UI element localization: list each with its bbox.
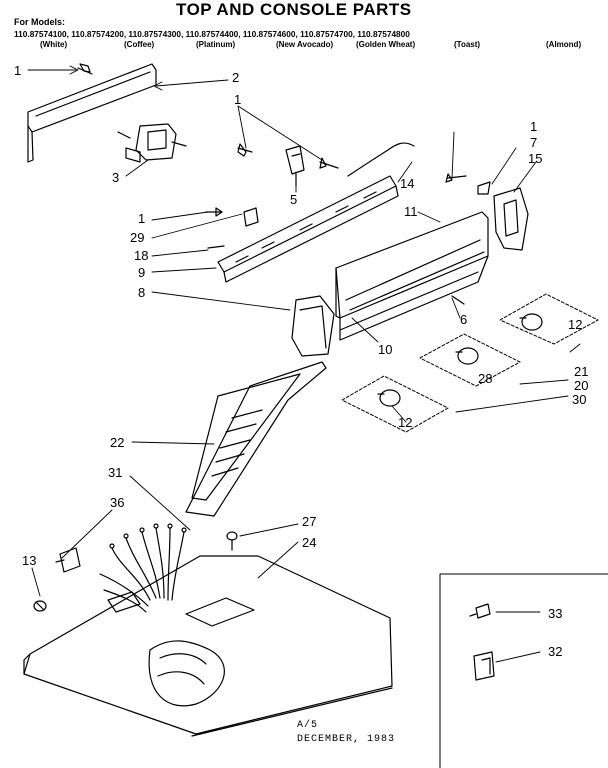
callout-18: 18 — [134, 248, 148, 263]
model-numbers: 110.87574100, 110.87574200, 110.87574300… — [14, 29, 410, 39]
part-22-graphics-panel — [185, 361, 327, 517]
finish-new-avocado: (New Avocado) — [276, 40, 334, 49]
callout-12-lower: 12 — [398, 415, 412, 430]
part-36-connector — [55, 547, 81, 573]
callout-5: 5 — [290, 192, 297, 207]
finish-platinum: (Platinum) — [196, 40, 236, 49]
part-1-screw-center — [237, 143, 339, 169]
part-29-clip — [243, 207, 259, 227]
callout-32: 32 — [548, 644, 562, 659]
callout-1-center: 1 — [234, 92, 241, 107]
callout-10: 10 — [378, 342, 392, 357]
callout-14: 14 — [400, 176, 414, 191]
part-3-timer — [117, 123, 187, 163]
callout-7: 7 — [530, 135, 537, 150]
callout-1-top: 1 — [14, 63, 21, 78]
callout-6: 6 — [460, 312, 467, 327]
part-11-console — [335, 211, 489, 341]
callout-3: 3 — [112, 170, 119, 185]
part-31-wire-harness — [99, 523, 187, 613]
callout-labels: 1 2 1 3 5 14 1 7 15 11 1 29 18 9 8 6 12 … — [14, 63, 588, 659]
part-6-screw — [451, 295, 465, 305]
for-models-label: For Models: — [14, 17, 65, 27]
finish-golden-wheat: (Golden Wheat) — [356, 40, 416, 49]
callout-31: 31 — [108, 465, 122, 480]
part-1-screw-left — [205, 207, 223, 217]
callout-20: 20 — [574, 378, 588, 393]
footer-date: DECEMBER, 1983 — [297, 734, 396, 745]
callout-13: 13 — [22, 553, 36, 568]
part-18-screw — [207, 245, 225, 249]
part-20-knob-group — [419, 333, 521, 387]
callout-33: 33 — [548, 606, 562, 621]
callout-36: 36 — [110, 495, 124, 510]
part-1-screw-top-left — [77, 63, 93, 75]
leader-lines — [27, 65, 581, 663]
callout-1-right: 1 — [530, 119, 537, 134]
part-27-screw — [226, 531, 238, 551]
finish-white: (White) — [40, 40, 68, 49]
footer-page-ref: A/5 — [297, 720, 319, 731]
part-12-knob-lower — [377, 389, 401, 407]
callout-2: 2 — [232, 70, 239, 85]
part-1-screw-right — [445, 173, 491, 195]
callout-8: 8 — [138, 285, 145, 300]
callout-24: 24 — [302, 535, 316, 550]
callout-12-upper: 12 — [568, 317, 582, 332]
callout-22: 22 — [110, 435, 124, 450]
part-30-knob-group — [341, 375, 449, 433]
callout-27: 27 — [302, 514, 316, 529]
part-9-console-rail — [217, 175, 399, 283]
callout-28: 28 — [478, 371, 492, 386]
part-8-end-cap — [291, 295, 335, 357]
finish-almond: (Almond) — [546, 40, 582, 49]
finish-coffee: (Coffee) — [124, 40, 155, 49]
part-33-clip — [469, 603, 491, 619]
inset-box — [439, 573, 608, 768]
part-15-end-bracket — [493, 187, 529, 251]
finish-toast: (Toast) — [454, 40, 481, 49]
part-13-foot — [33, 600, 47, 612]
part-12-knob-upper — [519, 313, 543, 331]
part-24-top-panel — [23, 555, 393, 737]
part-5-switch — [285, 145, 305, 187]
callout-11: 11 — [404, 204, 418, 219]
part-32-terminal-block — [473, 651, 495, 681]
callout-1-left: 1 — [138, 211, 145, 226]
callout-9: 9 — [138, 265, 145, 280]
part-14-wire — [347, 142, 415, 177]
part-28-knob — [455, 347, 479, 365]
part-21-knob-group — [499, 293, 599, 345]
callout-21: 21 — [574, 364, 588, 379]
page-title: TOP AND CONSOLE PARTS — [176, 0, 412, 19]
callout-29: 29 — [130, 230, 144, 245]
callout-30: 30 — [572, 392, 586, 407]
callout-15: 15 — [528, 151, 542, 166]
